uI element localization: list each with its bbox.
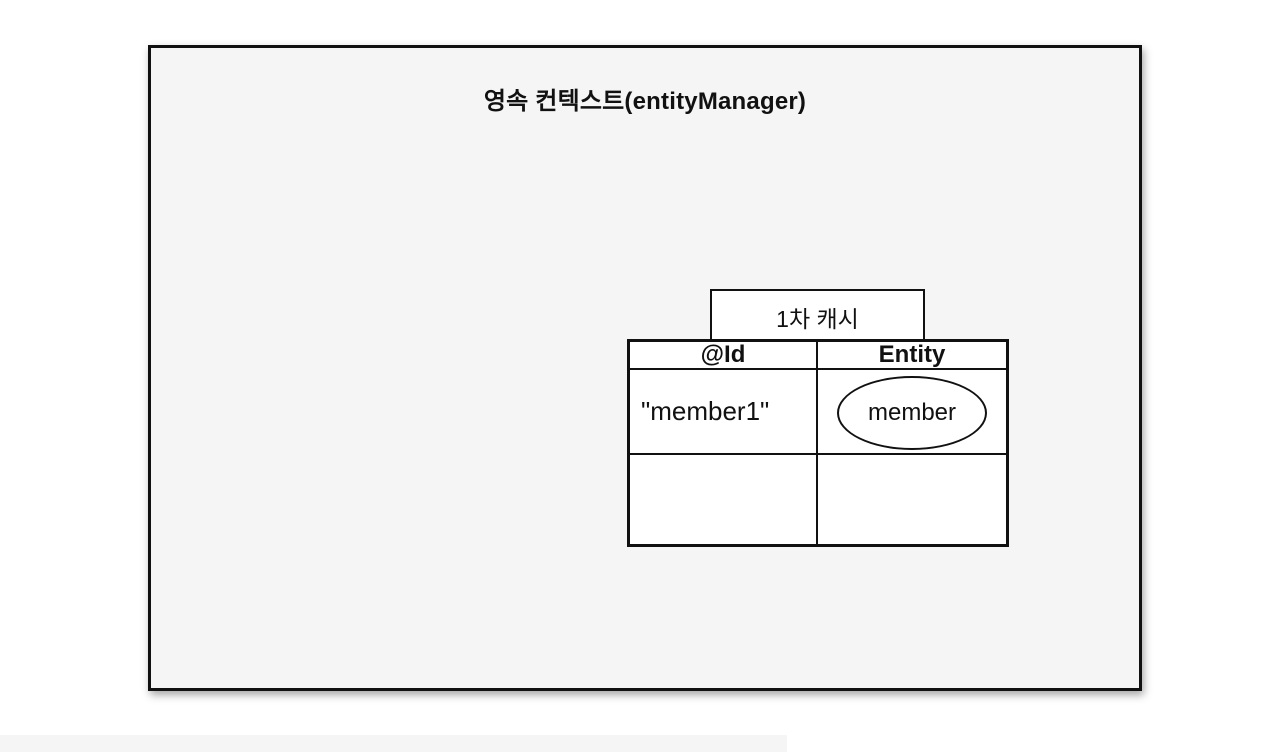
column-header-entity: Entity [818, 342, 1006, 370]
column-header-id: @Id [630, 342, 818, 370]
persistence-context-title: 영속 컨텍스트(entityManager) [483, 88, 807, 115]
table-cell-id-empty [630, 455, 818, 544]
member-entity-ellipse: member [837, 375, 987, 450]
first-level-cache-table: @Id Entity "member1" member [627, 339, 1009, 547]
bottom-gray-strip [0, 735, 787, 752]
first-level-cache-label: 1차 캐시 [776, 306, 859, 332]
persistence-context-box: 영속 컨텍스트(entityManager) 1차 캐시 @Id Entity … [148, 45, 1142, 691]
table-cell-entity-empty [818, 455, 1006, 544]
table-cell-id-value: "member1" [630, 370, 818, 455]
table-cell-entity-value: member [818, 370, 1006, 455]
first-level-cache-label-box: 1차 캐시 [710, 289, 925, 343]
